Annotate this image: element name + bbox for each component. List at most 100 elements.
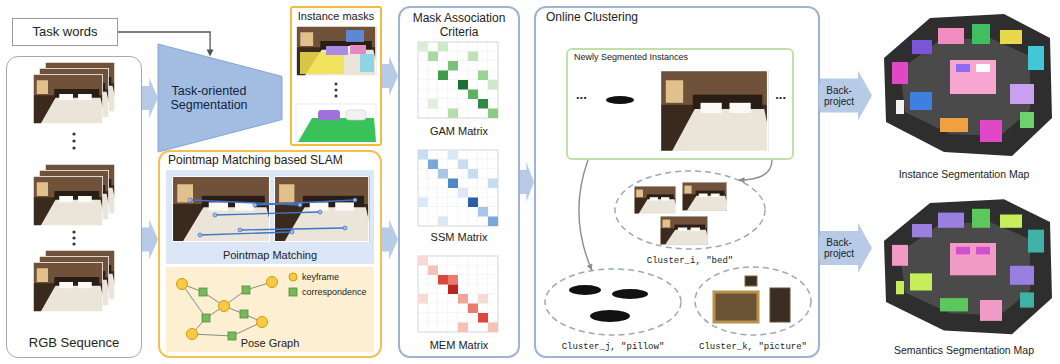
connector [142,219,158,259]
connector [118,32,214,57]
instance-map [938,28,964,44]
mem-matrix [448,275,458,285]
pose-graph [203,292,224,306]
mem-matrix [458,294,468,304]
instance-map [900,38,1030,136]
ssm-matrix [458,160,468,170]
instance-map [972,24,990,44]
mem-matrix [478,294,488,304]
mask-images [335,89,338,92]
ssm-matrix [488,179,498,189]
ssm-matrix [418,150,498,226]
mask-images [360,54,374,72]
pose-graph [177,279,188,290]
rgb-frames [72,242,75,245]
rgb-frames [39,68,109,118]
ssm-matrix [458,188,468,198]
connector [820,223,872,273]
ssm-matrix [448,179,458,189]
gam-matrix [448,61,458,71]
gam-matrix [478,71,488,81]
ssm-matrix [438,169,448,179]
segmentation-module: Task-oriented Segmentation [158,44,282,152]
ssm-matrix [468,169,478,179]
rgb-frames [45,250,115,300]
rgb-frames [72,139,75,142]
gam-matrix [468,90,478,100]
mem-matrix [428,266,438,276]
instance-map [896,100,904,114]
semantic-map [976,247,990,255]
connector [382,56,398,96]
ellipse-outline [694,266,812,352]
slam-panel: Pointmap Matching based SLAMPointmap Mat… [158,150,382,358]
mem-matrix [418,294,428,304]
ssm-matrix [418,150,498,226]
rgb-frames [72,146,75,149]
rgb-frames [39,256,109,306]
node-label: Semantics Segmentation Map [894,344,1034,356]
gam-matrix [428,52,438,62]
mask-images [335,95,338,98]
gam-matrix [438,42,448,52]
connector [579,160,592,271]
semantic-map [938,213,964,228]
pose-graph [177,277,278,340]
semantic-map [956,247,970,255]
legend-text: keyframe [302,272,339,282]
cluster-ellipse: Cluster_k, "picture" [694,266,812,352]
semantic-map [1028,230,1044,253]
connector [820,71,872,121]
ellipsis-mark: ... [576,88,786,103]
pointmap-images [353,198,357,202]
mask-images [300,52,344,74]
trapezoid-shape [158,44,282,152]
mem-matrix [478,313,488,323]
cluster-contents [634,186,676,214]
legend-row: correspondence [288,287,367,297]
legend-swatch [288,272,298,282]
node-label: SSM Matrix [431,231,488,244]
gam-matrix [418,42,498,118]
map-panel: Instance Segmentation Map [872,4,1056,180]
node-label: MEM Matrix [430,339,489,352]
semantic-map [972,209,990,228]
semantic-map [910,273,932,290]
gam-matrix [468,52,478,62]
mask-images [346,110,366,120]
pointmap-images [274,176,369,242]
connector [587,264,593,271]
legend-swatch [289,273,297,281]
new-instances [660,70,768,152]
pose-graph [240,310,248,318]
legend-swatch [288,287,298,297]
node-label: GAM Matrix [430,125,488,138]
rgb-frames [33,262,103,312]
map-panel: Semantics Segmentation Map [872,190,1056,356]
pose-graph [224,290,246,306]
instance-map [940,118,968,132]
ellipse-outline [615,171,765,249]
semantic-map [884,199,1052,334]
mask-panel: Instance masks [290,6,382,146]
connector [738,160,772,180]
mask-images [296,104,376,142]
connector [520,162,534,202]
ssm-matrix [418,150,498,226]
pose-graph [232,322,262,336]
instance-map [950,60,996,94]
edge-label: Back-project [819,85,859,107]
rgb-frames [33,74,103,124]
pointmap-images [188,198,357,237]
pointmap-images [190,200,355,235]
ssm-matrix [418,150,428,160]
pointmap-images [190,200,300,205]
node-label: Newly Segmented Instances [574,52,786,62]
semantic-map [900,222,1030,315]
legend-row: keyframe [288,272,339,282]
pointmap-images [238,228,242,232]
pose-graph [219,301,230,312]
